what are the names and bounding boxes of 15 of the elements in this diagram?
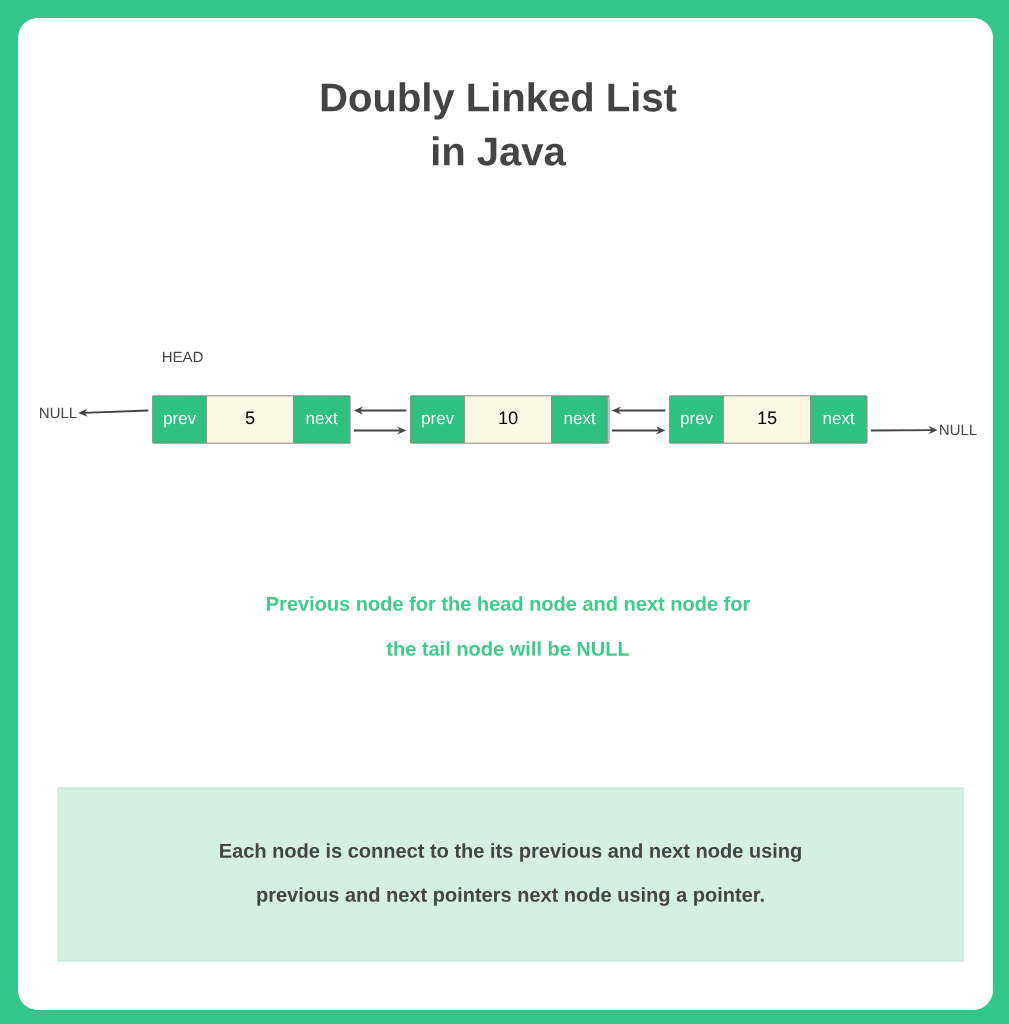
value-cell: 15 [723, 395, 811, 444]
value-cell: 10 [464, 395, 552, 444]
pointer-cell: prev [152, 395, 207, 444]
pointer-cell: next [810, 395, 867, 444]
note-box: Each node is connect to the its previous and next node using previous and next pointers next node using a pointer. [57, 787, 964, 962]
null-label: NULL [940, 424, 977, 436]
null-label: NULL [40, 407, 77, 419]
pointer-cell: prev [669, 395, 724, 444]
pointer-cell: prev [410, 395, 465, 444]
value-cell: 5 [206, 395, 294, 444]
pointer-cell: next [551, 395, 608, 444]
pointer-cell: next [293, 395, 350, 444]
head-label: HEAD [163, 351, 203, 363]
title: Doubly Linked List in Java [321, 82, 677, 166]
caption-text: Previous node for the head node and next node for the tail node will be NULL [267, 596, 750, 656]
